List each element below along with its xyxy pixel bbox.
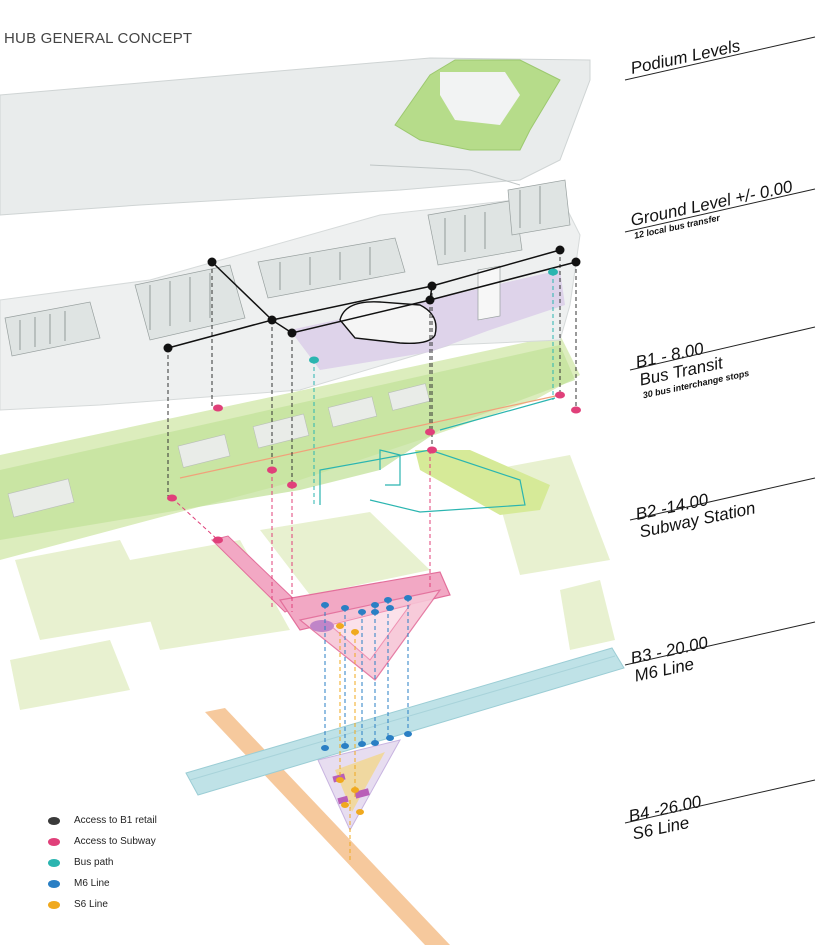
legend-item: Access to B1 retail <box>48 810 157 831</box>
level-b3: B3 - 20.00 M6 Line <box>629 633 710 686</box>
legend-item: S6 Line <box>48 894 157 915</box>
ground-level <box>0 179 581 411</box>
b1-green-zone <box>0 345 575 540</box>
legend: Access to B1 retail Access to Subway Bus… <box>48 810 157 915</box>
legend-swatch <box>48 900 60 909</box>
level-ground: Ground Level +/- 0.00 12 local bus trans… <box>629 177 795 241</box>
level-b2: B2 -14.00 Subway Station <box>634 490 757 542</box>
legend-label: M6 Line <box>74 878 110 889</box>
legend-swatch <box>48 816 60 825</box>
legend-swatch <box>48 837 60 846</box>
legend-item: Bus path <box>48 852 157 873</box>
nodes-b1-retail <box>163 245 581 353</box>
legend-swatch <box>48 858 60 867</box>
legend-label: Access to Subway <box>74 836 156 847</box>
b2-plane <box>10 455 615 710</box>
b1-bus-shelters <box>7 383 430 518</box>
legend-item: Access to Subway <box>48 831 157 852</box>
subway-station-level <box>211 535 451 681</box>
legend-swatch <box>48 879 60 888</box>
level-labels: Podium Levels Ground Level +/- 0.00 12 l… <box>624 36 816 844</box>
nodes-s6 <box>336 623 364 815</box>
b1-bus-path <box>319 397 556 513</box>
b1-bus-transit-level <box>0 335 580 560</box>
ground-building-stripes <box>19 186 541 350</box>
podium-level <box>0 57 591 216</box>
legend-label: S6 Line <box>74 899 108 910</box>
m6-line-level <box>185 647 625 796</box>
page-title: HUB GENERAL CONCEPT <box>4 30 193 47</box>
legend-label: Access to B1 retail <box>74 815 157 826</box>
connection-lines <box>167 250 577 860</box>
nodes-m6 <box>321 595 412 751</box>
podium-white-cut <box>440 72 520 125</box>
nodes-subway-access <box>167 391 581 544</box>
legend-label: Bus path <box>74 857 114 868</box>
level-b4: B4 -26.00 S6 Line <box>627 792 704 844</box>
s6-yellow-zone <box>335 752 385 812</box>
nodes-bus-path <box>309 268 558 364</box>
b1-ramp <box>415 450 550 515</box>
m6-track <box>185 647 625 796</box>
subway-inner <box>328 604 412 661</box>
ground-loop <box>339 301 437 345</box>
legend-item: M6 Line <box>48 873 157 894</box>
